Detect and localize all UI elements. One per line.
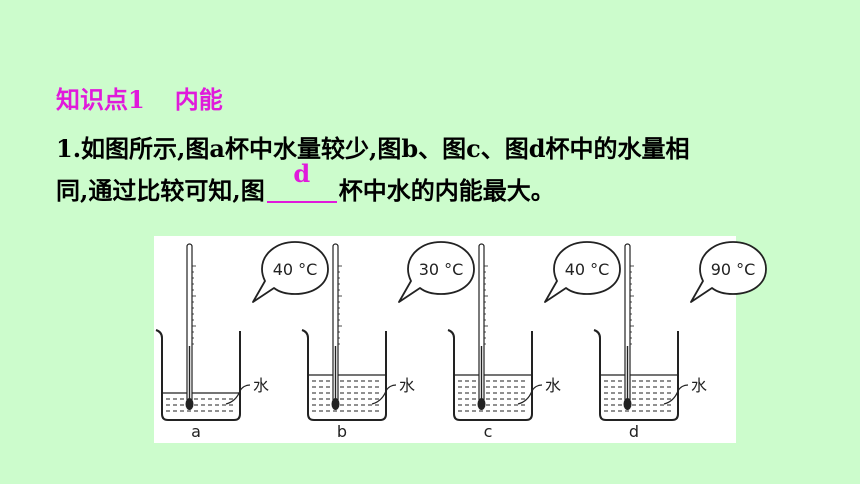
water-label: 水 bbox=[691, 376, 707, 395]
beaker-group-a: 40 °C 水 a bbox=[155, 241, 329, 441]
knowledge-point-heading: 知识点1 内能 bbox=[56, 84, 223, 116]
question-line-1: 1.如图所示,图a杯中水量较少,图b、图c、图d杯中的水量相 bbox=[56, 134, 690, 163]
beaker-label-a: a bbox=[191, 422, 201, 441]
thermometer-bulb bbox=[477, 398, 486, 410]
temperature-label-c: 40 °C bbox=[565, 260, 610, 279]
water-leader-line bbox=[517, 384, 543, 405]
beaker-outline bbox=[447, 329, 533, 421]
question-text: 1.如图所示,图a杯中水量较少,图b、图c、图d杯中的水量相 同,通过比较可知,… bbox=[56, 128, 816, 212]
temperature-bubble bbox=[252, 241, 329, 303]
beaker-outline bbox=[593, 329, 679, 421]
water-leader-line bbox=[663, 384, 689, 405]
beaker-group-c: 40 °C 水 c bbox=[447, 241, 621, 441]
beaker-outline bbox=[155, 329, 241, 421]
water-leader-line bbox=[225, 384, 251, 405]
answer-blank[interactable]: d bbox=[266, 159, 337, 203]
water-leader-line bbox=[371, 384, 397, 405]
beaker-figure-svg: 40 °C 水 a 30 °C 水 b 40 °C 水 c 90 °C 水 d bbox=[155, 241, 767, 441]
temperature-label-b: 30 °C bbox=[419, 260, 464, 279]
temperature-bubble bbox=[690, 241, 767, 303]
answer-text: d bbox=[293, 159, 311, 188]
temperature-label-a: 40 °C bbox=[273, 260, 318, 279]
beaker-figure: 40 °C 水 a 30 °C 水 b 40 °C 水 c 90 °C 水 d bbox=[154, 236, 767, 443]
beaker-group-d: 90 °C 水 d bbox=[593, 241, 767, 441]
water-label: 水 bbox=[545, 376, 561, 395]
thermometer-bulb bbox=[623, 398, 632, 410]
beaker-label-c: c bbox=[484, 422, 493, 441]
beaker-label-b: b bbox=[337, 422, 347, 441]
thermometer-bulb bbox=[185, 398, 194, 410]
knowledge-point-label: 知识点1 bbox=[56, 85, 145, 114]
question-line-2-before: 同,通过比较可知,图 bbox=[56, 176, 265, 205]
beaker-label-d: d bbox=[629, 422, 639, 441]
beaker-outline bbox=[301, 329, 387, 421]
temperature-label-d: 90 °C bbox=[711, 260, 756, 279]
temperature-bubble bbox=[398, 241, 475, 303]
thermometer-bulb bbox=[331, 398, 340, 410]
temperature-bubble bbox=[544, 241, 621, 303]
water-label: 水 bbox=[253, 376, 269, 395]
water-label: 水 bbox=[399, 376, 415, 395]
beaker-group-b: 30 °C 水 b bbox=[301, 241, 475, 441]
knowledge-point-title: 内能 bbox=[174, 85, 223, 114]
question-line-2: 同,通过比较可知,图 d 杯中水的内能最大。 bbox=[56, 159, 816, 212]
question-line-2-after: 杯中水的内能最大。 bbox=[338, 176, 555, 205]
